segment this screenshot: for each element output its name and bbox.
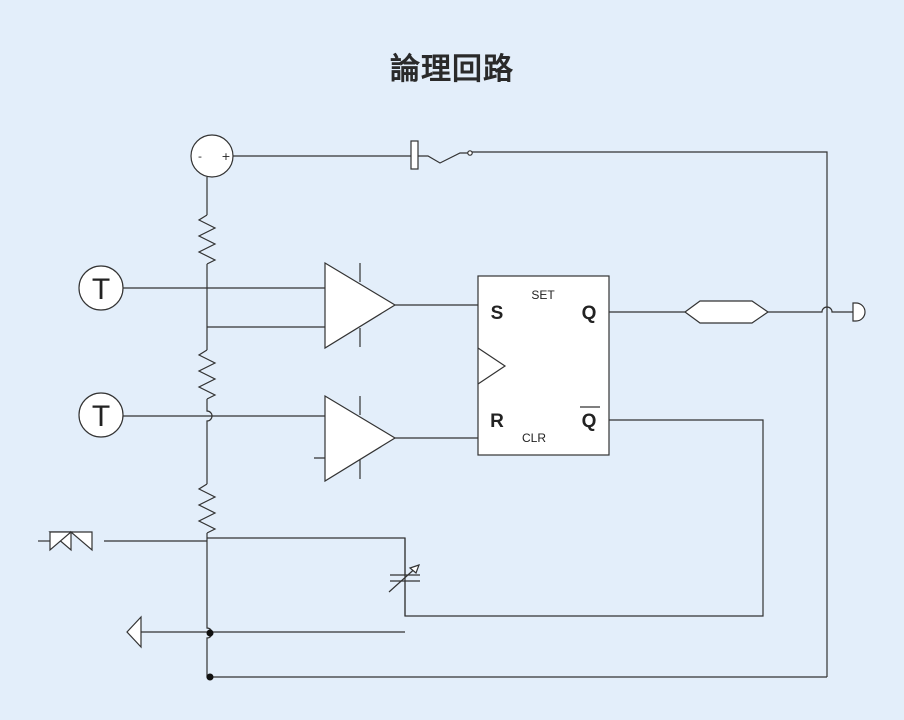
switch-lever: [418, 152, 468, 164]
temperature-sensor-1: T: [78, 265, 124, 311]
flipflop-s-pin: S: [491, 303, 504, 324]
flipflop-q-pin: Q: [582, 303, 597, 324]
wire-qbar-feedback: [207, 419, 764, 617]
flipflop-qbar-pin: Q: [582, 411, 597, 432]
sensor-2-label: T: [92, 400, 110, 433]
output-buffer: [683, 300, 770, 324]
output-terminal: [852, 302, 866, 322]
comparator-2: [314, 394, 478, 483]
comparator-1: [324, 261, 478, 350]
flipflop-clr-label: CLR: [522, 431, 546, 445]
sr-flip-flop: S R Q Q SET CLR: [477, 275, 610, 456]
wire-ground-bus: [206, 533, 827, 678]
resistor-2: [197, 349, 217, 400]
switch-contact: [410, 140, 419, 170]
wire-top-right: [472, 151, 828, 677]
sensor-1-label: T: [92, 273, 110, 306]
junction-dot-1: [206, 629, 214, 637]
source-minus-label: -: [198, 150, 202, 163]
ground-arrow: [126, 615, 405, 649]
source-plus-label: +: [221, 150, 230, 163]
wire-output-crossover: [768, 306, 853, 313]
dc-source: - +: [190, 134, 234, 178]
resistor-1: [197, 214, 217, 265]
flipflop-r-pin: R: [490, 411, 504, 432]
flipflop-set-label: SET: [531, 288, 555, 302]
temperature-sensor-2: T: [78, 392, 124, 438]
page-title: 論理回路: [390, 52, 514, 87]
variable-capacitor: [388, 538, 421, 616]
switch-pivot: [467, 150, 473, 156]
valve: [38, 530, 207, 552]
wire-node-middle: [206, 399, 213, 484]
resistor-3: [197, 483, 217, 534]
junction-dot-2: [206, 673, 214, 681]
